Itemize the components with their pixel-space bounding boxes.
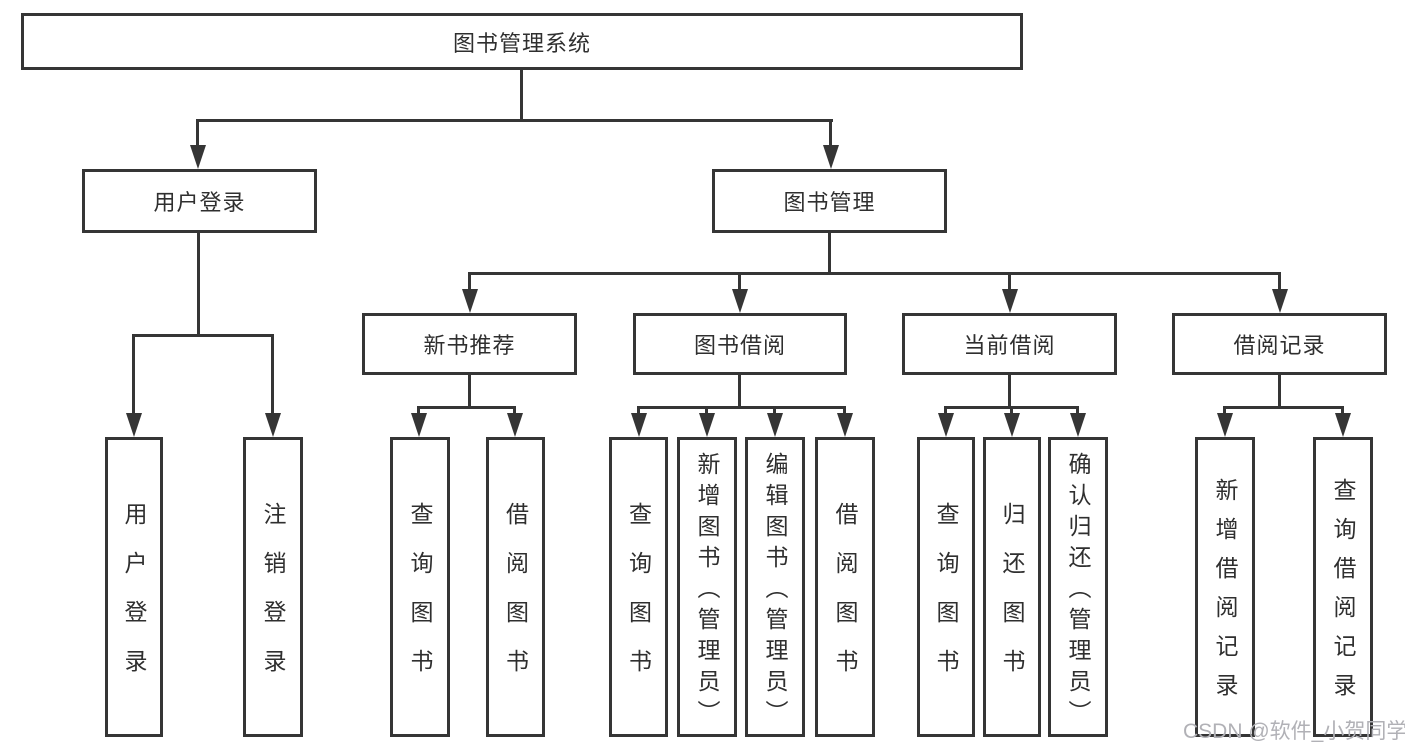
node-label: 当前借阅 — [963, 333, 1056, 358]
node-label: 新增借阅记录 — [1212, 478, 1238, 712]
node-label: 注销登录 — [260, 502, 286, 698]
node-label: 归还图书 — [999, 502, 1025, 698]
leaf-return-books: 归还图书 — [983, 437, 1041, 737]
node-label: 借阅图书 — [832, 502, 858, 698]
leaf-query-books-current: 查询图书 — [917, 437, 975, 737]
arrow-down-icon — [699, 413, 715, 437]
arrow-down-icon — [1002, 289, 1018, 313]
connector-line — [1223, 406, 1226, 418]
connector-line — [637, 406, 640, 418]
arrow-down-icon — [126, 413, 142, 437]
connector-line — [132, 334, 274, 337]
node-label: 用户登录 — [153, 190, 246, 215]
node-label: 用户登录 — [121, 502, 147, 698]
connector-line — [468, 272, 471, 294]
connector-line — [738, 272, 741, 294]
connector-line — [1010, 406, 1013, 418]
arrow-down-icon — [1004, 413, 1020, 437]
node-user-login: 用户登录 — [82, 169, 317, 233]
node-label: 图书管理系统 — [452, 30, 591, 56]
arrow-down-icon — [507, 413, 523, 437]
connector-line — [1008, 375, 1011, 409]
csdn-watermark: CSDN @软件_小贺同学 — [1183, 720, 1405, 743]
node-label: 新增图书（管理员） — [694, 451, 720, 731]
connector-line — [1278, 272, 1281, 294]
node-label: 查询图书 — [933, 502, 959, 698]
connector-line — [417, 406, 420, 418]
arrow-down-icon — [462, 289, 478, 313]
arrow-down-icon — [823, 145, 839, 169]
connector-line — [468, 375, 471, 409]
node-label: 查询图书 — [407, 502, 433, 698]
node-label: 借阅图书 — [502, 502, 529, 698]
connector-line — [1278, 375, 1281, 409]
leaf-query-books-recommend: 查询图书 — [390, 437, 450, 737]
arrow-down-icon — [1272, 289, 1288, 313]
node-new-book-recommendation: 新书推荐 — [362, 313, 577, 375]
leaf-query-borrow-record: 查询借阅记录 — [1313, 437, 1373, 737]
connector-line — [468, 272, 1281, 275]
arrow-down-icon — [1335, 413, 1351, 437]
arrow-down-icon — [411, 413, 427, 437]
node-label: 确认归还（管理员） — [1065, 451, 1091, 731]
arrow-down-icon — [837, 413, 853, 437]
leaf-logout: 注销登录 — [243, 437, 303, 737]
connector-line — [271, 334, 274, 415]
arrow-down-icon — [938, 413, 954, 437]
arrow-down-icon — [732, 289, 748, 313]
connector-line — [1223, 406, 1344, 409]
connector-line — [1008, 272, 1011, 294]
connector-line — [196, 119, 833, 122]
connector-line — [843, 406, 846, 418]
arrow-down-icon — [265, 413, 281, 437]
connector-line — [773, 406, 776, 418]
node-current-borrowing: 当前借阅 — [902, 313, 1117, 375]
leaf-query-books-borrowing: 查询图书 — [609, 437, 668, 737]
leaf-borrow-books-recommend: 借阅图书 — [486, 437, 545, 737]
arrow-down-icon — [767, 413, 783, 437]
node-label: 图书管理 — [783, 190, 876, 215]
arrow-down-icon — [1070, 413, 1086, 437]
connector-line — [520, 70, 523, 120]
node-book-management: 图书管理 — [712, 169, 947, 233]
node-label: 图书借阅 — [693, 333, 786, 358]
connector-line — [417, 406, 516, 409]
node-book-borrowing: 图书借阅 — [633, 313, 847, 375]
connector-line — [944, 406, 947, 418]
connector-line — [1341, 406, 1344, 418]
connector-line — [637, 406, 846, 409]
node-label: 编辑图书（管理员） — [762, 451, 788, 731]
connector-line — [828, 233, 831, 275]
node-label: 查询图书 — [625, 502, 652, 698]
connector-line — [132, 334, 135, 415]
leaf-edit-books-admin: 编辑图书（管理员） — [745, 437, 805, 737]
connector-line — [705, 406, 708, 418]
node-label: 查询借阅记录 — [1330, 478, 1356, 712]
node-library-management-system: 图书管理系统 — [21, 13, 1023, 70]
node-borrowing-records: 借阅记录 — [1172, 313, 1387, 375]
node-label: 新书推荐 — [423, 333, 516, 358]
leaf-user-login: 用户登录 — [105, 437, 163, 737]
connector-line — [197, 233, 200, 337]
leaf-confirm-return-admin: 确认归还（管理员） — [1048, 437, 1108, 737]
leaf-add-books-admin: 新增图书（管理员） — [677, 437, 737, 737]
leaf-add-borrow-record: 新增借阅记录 — [1195, 437, 1255, 737]
leaf-borrow-books: 借阅图书 — [815, 437, 875, 737]
connector-line — [513, 406, 516, 418]
connector-line — [196, 119, 199, 147]
connector-line — [829, 119, 832, 147]
arrow-down-icon — [190, 145, 206, 169]
arrow-down-icon — [1217, 413, 1233, 437]
node-label: 借阅记录 — [1233, 333, 1326, 358]
connector-line — [1076, 406, 1079, 418]
connector-line — [738, 375, 741, 409]
arrow-down-icon — [631, 413, 647, 437]
